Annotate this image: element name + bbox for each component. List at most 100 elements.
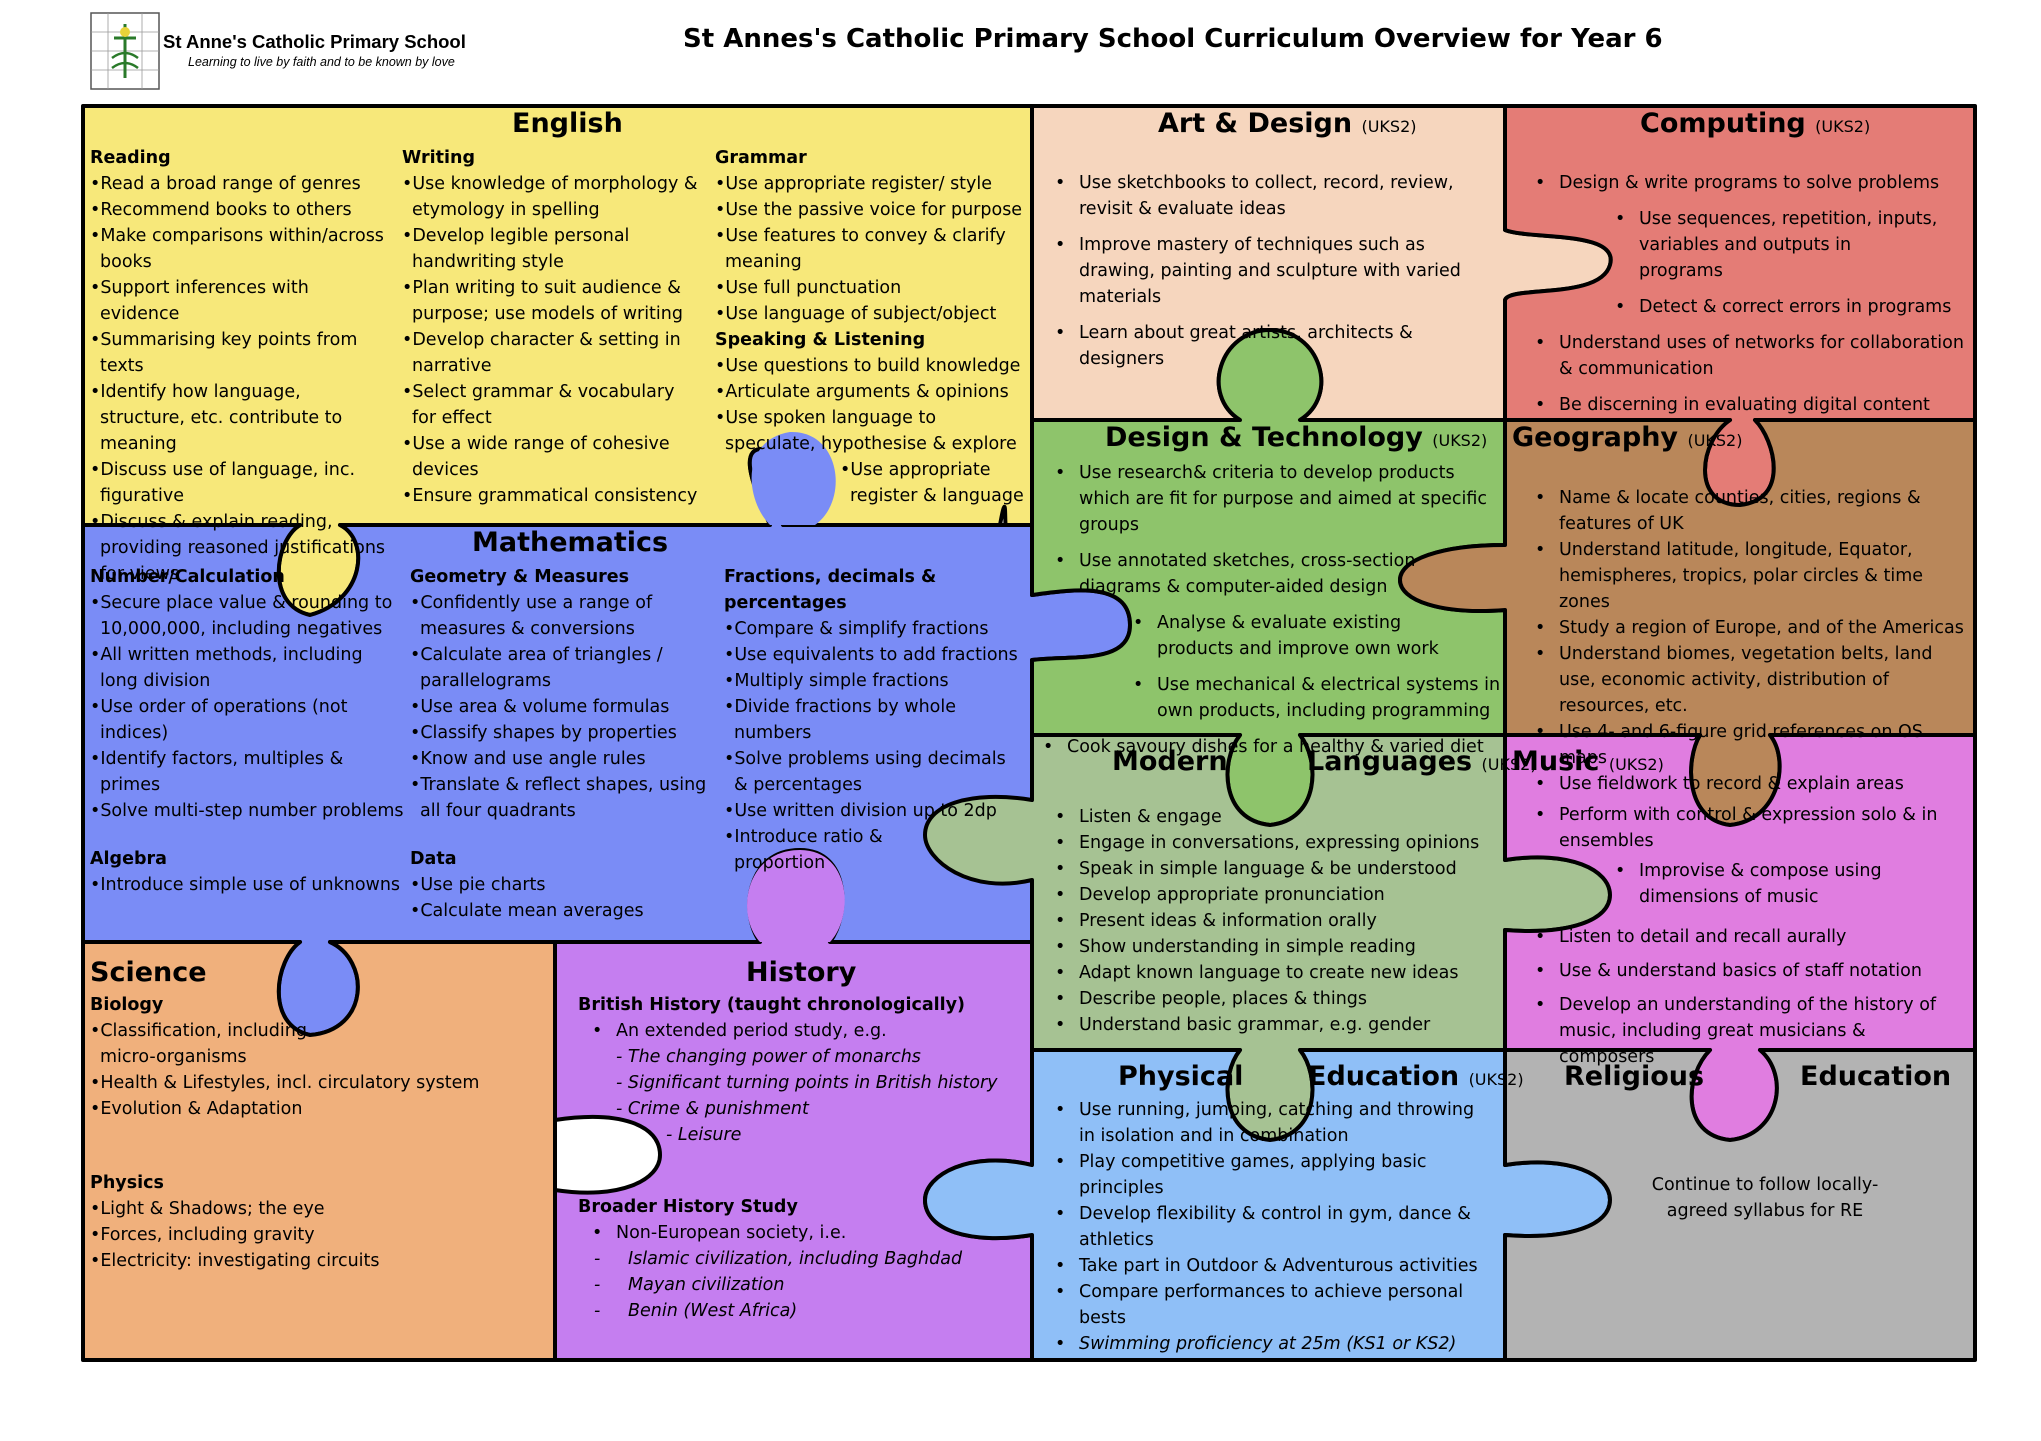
list-item: An extended period study, e.g. [592,1018,1018,1044]
data-heading: Data [410,849,457,869]
list-item: Use written division up to 2dp [724,798,1024,824]
pe-title-text: Education [1308,1061,1460,1092]
list-item: Use order of operations (not indices) [90,694,405,746]
list-item: Discuss use of language, inc. figurative [90,457,390,509]
geography-uks: (UKS2) [1687,431,1743,450]
list-item: Ensure grammatical consistency [402,483,702,509]
list-item: Analyse & evaluate existing products and… [1133,610,1457,662]
re-title-a: Religious [1564,1061,1705,1092]
re-text: Continue to follow locally-agreed syllab… [1651,1175,1879,1221]
pe-title-b: Education (UKS2) [1308,1061,1524,1092]
list-item: Learn about great artists, architects & … [1055,320,1495,372]
school-motto: Learning to live by faith and to be know… [188,55,455,69]
list-item: Show understanding in simple reading [1055,934,1495,960]
list-item: Speak in simple language & be understood [1055,856,1495,882]
pe-title-a: Physical [1118,1061,1244,1092]
list-item: Adapt known language to create new ideas [1055,960,1495,986]
list-item: Support inferences with evidence [90,275,390,327]
list-item: Light & Shadows; the eye [90,1196,550,1222]
list-item: Use mechanical & electrical systems in o… [1133,672,1527,724]
list-item: - Significant turning points in British … [616,1073,998,1093]
list-item: Play competitive games, applying basic p… [1055,1149,1495,1201]
list-item: Recommend books to others [90,197,390,223]
list-item: - Crime & punishment [616,1099,809,1119]
broader-heading: Broader History Study [578,1197,798,1217]
list-item: Detect & correct errors in programs [1615,294,1965,320]
music-title: Music (UKS2) [1512,746,1664,777]
list-item: Use equivalents to add fractions [724,642,1024,668]
list-item: Listen to detail and recall aurally [1535,924,1965,950]
school-name: St Anne's Catholic Primary School [163,31,466,52]
list-item: Identify factors, multiples & primes [90,746,405,798]
dt-uks: (UKS2) [1432,431,1488,450]
history-title: History [746,957,857,988]
list-item: Select grammar & vocabulary for effect [402,379,702,431]
list-item: Improvise & compose using dimensions of … [1615,858,1939,910]
list-item: Calculate area of triangles / parallelog… [410,642,710,694]
list-item: Cook savoury dishes for a healthy & vari… [1043,734,1500,760]
maths-geometry: Geometry & Measures Confidently use a ra… [410,564,710,924]
list-item: Swimming proficiency at 25m (KS1 or KS2) [1055,1331,1495,1357]
list-item: Forces, including gravity [90,1222,550,1248]
geography-list: Name & locate counties, cities, regions … [1535,485,1970,797]
number-heading: Number/Calculation [90,567,285,587]
list-item: Use area & volume formulas [410,694,710,720]
broader-examples: -Islamic civilization, including Baghdad… [594,1246,1018,1324]
list-item: Compare & simplify fractions [724,616,1024,642]
list-item: Secure place value & rounding to 10,000,… [90,590,405,642]
pe-uks: (UKS2) [1468,1070,1524,1089]
list-item: -Islamic civilization, including Baghdad [594,1249,963,1269]
list-item: Evolution & Adaptation [90,1096,550,1122]
list-item: Non-European society, i.e. [592,1220,1018,1246]
computing-title: Computing (UKS2) [1640,108,1870,139]
english-writing: Writing Use knowledge of morphology & et… [402,145,702,509]
list-item: Describe people, places & things [1055,986,1495,1012]
list-item: Use questions to build knowledge [715,353,1025,379]
list-item: Study a region of Europe, and of the Ame… [1535,615,1970,641]
english-grammar: Grammar Use appropriate register/ style … [715,145,1025,509]
list-item: Use a wide range of cohesive devices [402,431,702,483]
list-item: Use 4- and 6-figure grid references on O… [1535,719,1970,771]
list-item: Understand basic grammar, e.g. gender [1055,1012,1495,1038]
maths-title: Mathematics [472,527,669,558]
art-uks: (UKS2) [1361,117,1417,136]
list-item: Discuss & explain reading, providing rea… [90,509,390,587]
page-title: St Annes's Catholic Primary School Curri… [683,24,1663,54]
list-item: Use sketchbooks to collect, record, revi… [1055,170,1495,222]
list-item: Present ideas & information orally [1055,908,1495,934]
list-item: Use & understand basics of staff notatio… [1535,958,1965,984]
english-title: English [512,108,623,139]
reading-heading: Reading [90,148,171,168]
dt-list: Use research& criteria to develop produc… [1055,460,1500,760]
list-item: All written methods, including long divi… [90,642,405,694]
art-title-text: Art & Design [1158,108,1353,139]
list-item: Understand biomes, vegetation belts, lan… [1535,641,1970,719]
british-examples: - The changing power of monarchs - Signi… [616,1044,1018,1148]
languages-title-a: Modern [1112,746,1228,777]
list-item: Compare performances to achieve personal… [1055,1279,1479,1331]
dt-title: Design & Technology (UKS2) [1105,422,1487,453]
speaking-heading: Speaking & Listening [715,330,926,350]
list-item: Improve mastery of techniques such as dr… [1055,232,1495,310]
british-heading: British History (taught chronologically) [578,995,966,1015]
list-item: Classification, including micro-organism… [90,1018,350,1070]
languages-title-b: Languages (UKS2) [1307,746,1537,777]
list-item: Know and use angle rules [410,746,710,772]
maths-number: Number/Calculation Secure place value & … [90,564,405,898]
list-item: Articulate arguments & opinions [715,379,1025,405]
list-item: Develop character & setting in narrative [402,327,702,379]
list-item: Use spoken language to speculate, hypoth… [715,405,1025,457]
list-item: Plan writing to suit audience & purpose;… [402,275,702,327]
list-item: Design & write programs to solve problem… [1535,170,1965,196]
list-item: Perform with control & expression solo &… [1535,802,1965,854]
list-item: Listen & engage [1055,804,1495,830]
writing-heading: Writing [402,148,475,168]
list-item: Use annotated sketches, cross-section di… [1055,548,1459,600]
list-item: Confidently use a range of measures & co… [410,590,710,642]
list-item: Use features to convey & clarify meaning [715,223,1025,275]
list-item: Develop flexibility & control in gym, da… [1055,1201,1479,1253]
algebra-heading: Algebra [90,849,167,869]
school-logo [90,12,160,90]
list-item: Use appropriate register & language [840,457,1025,509]
list-item: Calculate mean averages [410,898,710,924]
